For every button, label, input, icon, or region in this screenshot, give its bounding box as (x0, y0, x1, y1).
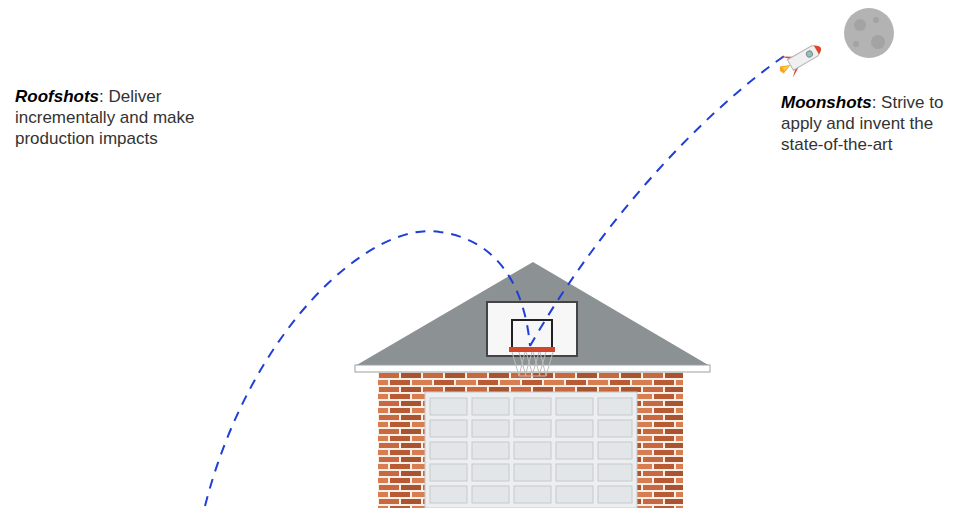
roofshots-note: Roofshots: Deliver incrementally and mak… (15, 86, 265, 149)
basketball-hoop (487, 302, 577, 376)
moon (844, 8, 894, 58)
label-heading: Moonshots (781, 93, 872, 112)
label-heading: Roofshots (15, 87, 99, 106)
garage (355, 262, 710, 508)
moonshots-note: Moonshots: Strive to apply and invent th… (781, 92, 966, 155)
rocket (774, 37, 827, 81)
trajectory (205, 52, 790, 506)
